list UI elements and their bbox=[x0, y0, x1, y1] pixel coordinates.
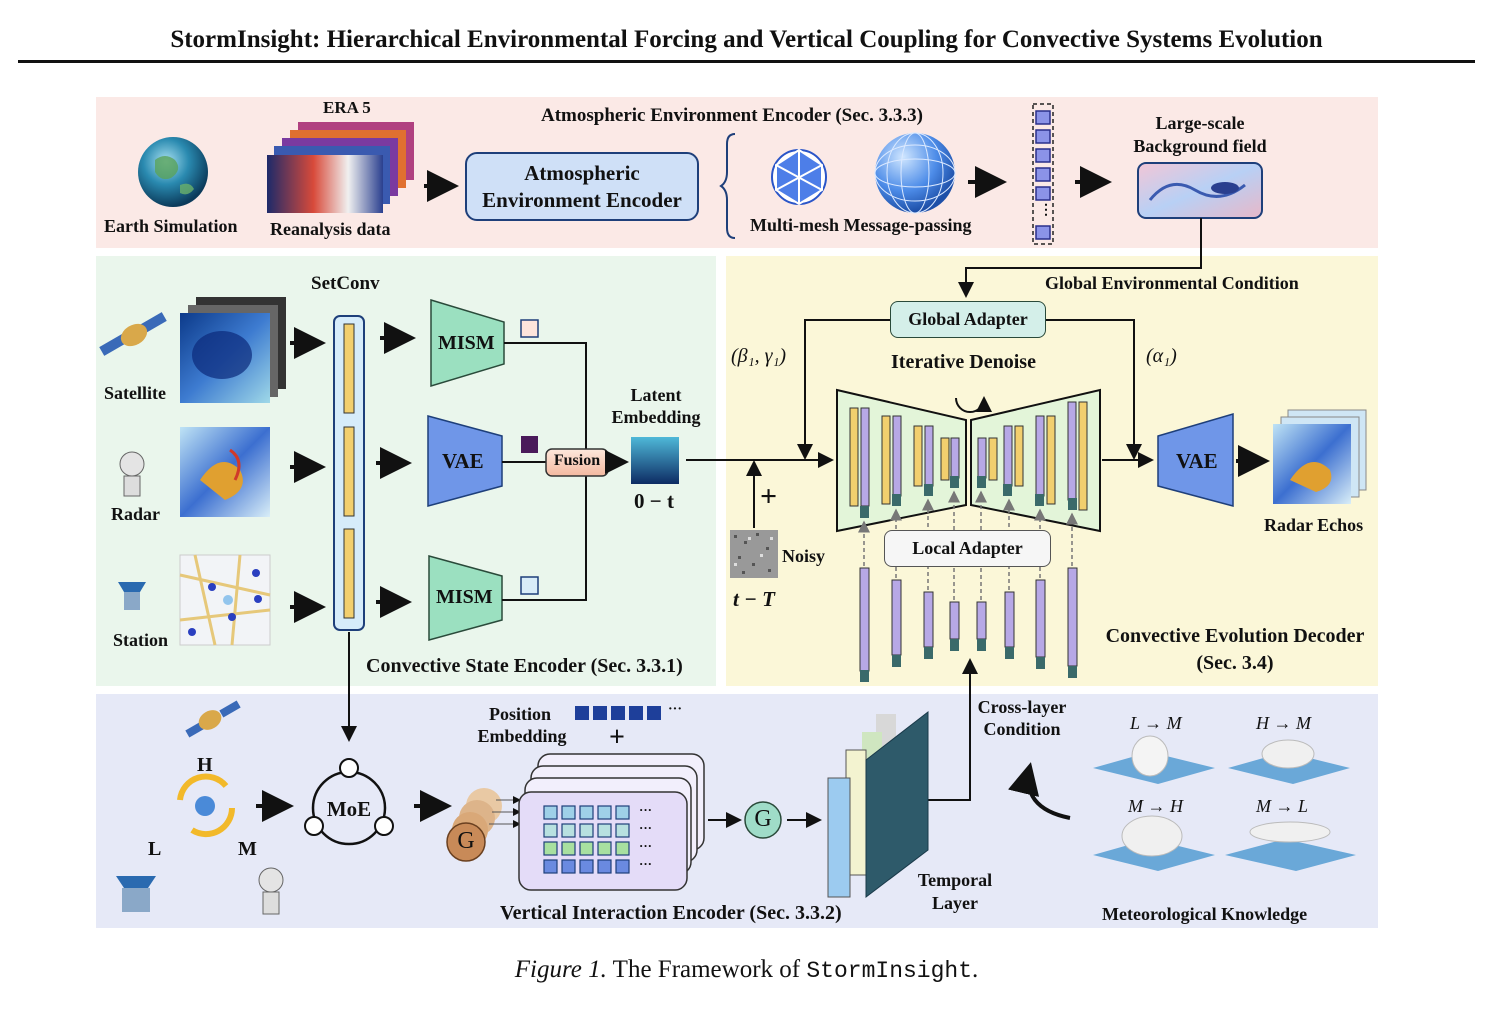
caption-figure-label: Figure 1. bbox=[514, 956, 607, 983]
g-stack-front bbox=[446, 822, 486, 862]
mesh-sphere-icon bbox=[874, 132, 956, 214]
decoder-title-1: Convective Evolution Decoder bbox=[1105, 625, 1365, 647]
transition-mh: M → H bbox=[1128, 796, 1183, 816]
era5-label: ERA 5 bbox=[323, 98, 371, 117]
caption-end: . bbox=[972, 956, 979, 983]
vae-decoder-label: VAE bbox=[1176, 449, 1218, 473]
title-rule bbox=[18, 60, 1475, 63]
grid-dots-4: ··· bbox=[639, 856, 653, 871]
h-label: H bbox=[197, 754, 213, 776]
grid-dots-2: ··· bbox=[639, 820, 653, 835]
satellite-icon bbox=[99, 312, 167, 356]
caption-text: The Framework of bbox=[612, 956, 801, 983]
mism-bottom-shape bbox=[428, 555, 503, 641]
grid-dots-1: ··· bbox=[639, 802, 653, 817]
position-embedding-squares bbox=[575, 706, 661, 720]
radar-icon bbox=[119, 451, 145, 497]
station-label: Station bbox=[113, 630, 169, 650]
knowledge-tiles bbox=[1093, 735, 1356, 871]
decoder-title-2: (Sec. 3.4) bbox=[1196, 652, 1274, 674]
grid-dots-3: ··· bbox=[639, 838, 653, 853]
beta-gamma-label: (β₁, γ₁) bbox=[731, 345, 787, 367]
m-label: M bbox=[238, 838, 257, 860]
figure-caption: Figure 1. The Framework of StormInsight. bbox=[0, 956, 1493, 984]
plus-noise-label: + bbox=[760, 480, 778, 513]
satellite-small-icon bbox=[185, 700, 241, 738]
latent-label-1: Latent bbox=[630, 385, 682, 405]
latent-range: 0 − t bbox=[634, 489, 674, 513]
station-small-icon bbox=[116, 876, 156, 912]
position-plus: + bbox=[609, 722, 625, 753]
moe-label: MoE bbox=[326, 797, 372, 821]
temporal-label-1: Temporal bbox=[917, 870, 993, 890]
multimesh-label: Multi-mesh Message-passing bbox=[750, 215, 972, 235]
vae-encoder-shape bbox=[427, 415, 503, 507]
radar-small-icon bbox=[258, 867, 284, 915]
top-section-title: Atmospheric Environment Encoder (Sec. 3.… bbox=[541, 105, 923, 126]
temporal-label-2: Layer bbox=[932, 893, 978, 913]
global-condition-label: Global Environmental Condition bbox=[1045, 273, 1299, 293]
mism-top-label: MISM bbox=[438, 332, 495, 354]
interaction-card bbox=[518, 791, 688, 891]
latent-embedding-block bbox=[631, 437, 679, 484]
noisy-label: Noisy bbox=[782, 546, 826, 566]
atmospheric-encoder-box: Atmospheric Environment Encoder bbox=[465, 152, 699, 221]
curved-arrow bbox=[1007, 762, 1071, 820]
loop-icon bbox=[955, 396, 992, 413]
cross-layer-label-2: Condition bbox=[983, 719, 1061, 739]
g-stack-label: G bbox=[457, 828, 475, 854]
token-column bbox=[1032, 103, 1054, 245]
mism-top-shape bbox=[430, 298, 505, 388]
radar-echos-label: Radar Echos bbox=[1264, 515, 1364, 535]
g-circle-label: G bbox=[754, 806, 772, 832]
cycle-icon bbox=[177, 773, 236, 838]
global-adapter-box: Global Adapter bbox=[890, 301, 1046, 338]
convective-state-title: Convective State Encoder (Sec. 3.3.1) bbox=[366, 655, 683, 677]
latent-label-2: Embedding bbox=[611, 407, 701, 427]
vae-decoder-shape bbox=[1157, 412, 1234, 507]
unet-bars bbox=[849, 401, 1088, 518]
background-label-2: Background field bbox=[1133, 136, 1267, 156]
transition-ml: M → L bbox=[1256, 796, 1309, 816]
vae-mid-label: VAE bbox=[442, 449, 484, 473]
fusion-label: Fusion bbox=[553, 452, 601, 469]
icosahedron-icon bbox=[771, 148, 827, 206]
station-icon bbox=[118, 582, 146, 610]
alpha-label: (α₁) bbox=[1146, 345, 1177, 367]
local-adapter-bars bbox=[859, 567, 1078, 682]
position-label-1: Position bbox=[488, 704, 551, 724]
vertical-interaction-title: Vertical Interaction Encoder (Sec. 3.3.2… bbox=[500, 902, 842, 924]
bottom-panel bbox=[96, 694, 1378, 928]
g-circle bbox=[744, 801, 782, 839]
noisy-range: t − T bbox=[733, 587, 775, 611]
temporal-layer-blocks bbox=[827, 710, 929, 899]
satellite-label: Satellite bbox=[104, 383, 166, 403]
background-field-image bbox=[1137, 162, 1263, 219]
transition-hm: H → M bbox=[1256, 713, 1311, 733]
background-label-1: Large-scale bbox=[1155, 113, 1245, 133]
token-ellipsis: ⋮ bbox=[1039, 203, 1053, 218]
setconv-label: SetConv bbox=[311, 273, 380, 294]
local-adapter-box: Local Adapter bbox=[884, 530, 1051, 567]
cross-layer-label-1: Cross-layer bbox=[977, 697, 1067, 717]
knowledge-title: Meteorological Knowledge bbox=[1102, 904, 1308, 924]
radar-label: Radar bbox=[111, 504, 160, 524]
reanalysis-label: Reanalysis data bbox=[270, 219, 391, 239]
transition-lm: L → M bbox=[1130, 713, 1182, 733]
l-label: L bbox=[148, 838, 162, 860]
earth-label: Earth Simulation bbox=[104, 216, 238, 236]
caption-name: StormInsight bbox=[806, 958, 973, 984]
page-title: StormInsight: Hierarchical Environmental… bbox=[170, 26, 1323, 53]
interaction-grid bbox=[543, 805, 630, 874]
position-dots: ··· bbox=[668, 702, 683, 717]
iterative-denoise-label: Iterative Denoise bbox=[891, 351, 1036, 373]
mism-bottom-label: MISM bbox=[436, 586, 493, 608]
era5-stack-icon bbox=[267, 122, 414, 213]
position-label-2: Embedding bbox=[477, 726, 567, 746]
